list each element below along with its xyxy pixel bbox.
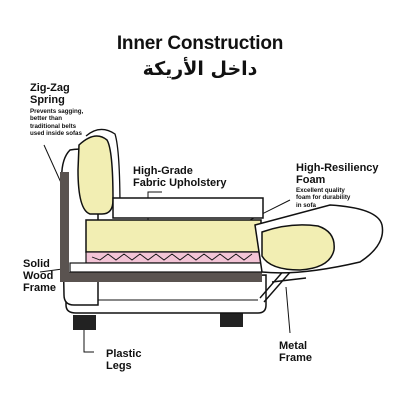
label-legs: Plastic Legs	[106, 348, 141, 372]
seat-back-rail	[112, 197, 264, 219]
sofa-base	[65, 274, 267, 314]
label-zigzag-desc: Prevents sagging, better than traditiona…	[30, 108, 83, 138]
back-cushion-foam	[77, 135, 114, 215]
diagram-title: Inner Construction	[116, 33, 284, 54]
back-upholstery	[85, 128, 121, 215]
fabric-title-line: Fabric Upholstery	[133, 177, 227, 189]
seat-cushion-foam	[85, 219, 262, 253]
label-fabric: High-Grade Fabric Upholstery	[133, 165, 227, 189]
foam-title-line: High-Resiliency	[296, 162, 379, 174]
legs-title-line: Legs	[106, 360, 132, 372]
fabric-title-line: High-Grade	[133, 165, 193, 177]
foam-desc-line: Excellent quality	[296, 187, 345, 194]
right-leg	[220, 312, 243, 327]
zigzag-title-line: Spring	[30, 94, 65, 106]
zigzag-desc-line: better than	[30, 115, 62, 123]
legs-title-line: Plastic	[106, 348, 142, 360]
foam-desc-line: in sofa	[296, 201, 316, 209]
label-zigzag-title: Zig-Zag Spring	[30, 82, 70, 106]
label-wood: Solid Wood Frame	[23, 258, 56, 294]
spring-wire	[91, 253, 253, 261]
label-metal: Metal Frame	[279, 340, 312, 364]
metal-leader-line	[285, 286, 291, 334]
left-leg	[73, 315, 96, 330]
wood-title-line: Solid	[23, 258, 50, 270]
wood-title-line: Wood	[23, 270, 54, 282]
foam-title-line: Foam	[296, 174, 326, 186]
legs-leader-line	[83, 328, 94, 353]
wood-title-line: Frame	[23, 282, 57, 294]
metal-title-line: Metal	[279, 340, 308, 352]
diagram-subtitle-arabic: داخل الأريكة	[142, 58, 258, 80]
zigzag-desc-line: used inside sofas	[30, 130, 82, 138]
foam-desc-line: foam for durability	[296, 194, 351, 202]
zigzag-desc-line: traditional belts	[30, 122, 77, 130]
zigzag-title-line: Zig-Zag	[30, 82, 70, 94]
zigzag-desc-line: Prevents sagging,	[30, 108, 84, 115]
label-foam-desc: Excellent quality foam for durability in…	[296, 187, 350, 209]
seat-bottom-panel	[69, 262, 263, 273]
label-foam-title: High-Resiliency Foam	[296, 162, 379, 186]
footrest-foam	[261, 224, 335, 271]
metal-title-line: Frame	[279, 352, 313, 364]
